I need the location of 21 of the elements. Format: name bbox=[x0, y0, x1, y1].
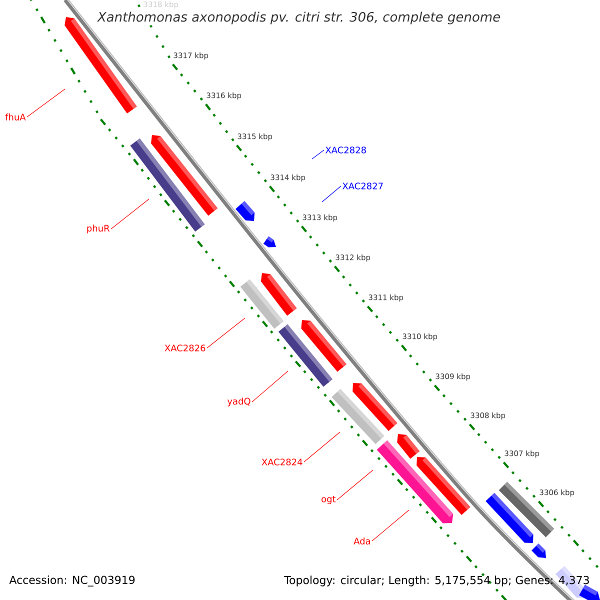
leader-line bbox=[336, 470, 374, 500]
leader-line bbox=[372, 510, 410, 542]
footer-text: Accession: NC_003919 bbox=[9, 576, 135, 586]
gene-label: XAC2828 bbox=[325, 146, 366, 154]
leader-line bbox=[312, 150, 324, 160]
footer-text: Topology: circular; Length: 5,175,554 bp; Genes: 4,373 bbox=[284, 576, 589, 586]
gene-label: XAC2824 bbox=[262, 458, 302, 466]
gene-label: XAC2826 bbox=[164, 344, 206, 352]
leader-line bbox=[206, 318, 246, 348]
title: Xanthomonas axonopodis pv. citri str. 306, complete genome bbox=[96, 10, 502, 26]
gene-label: XAC2827 bbox=[342, 182, 383, 190]
gene-label: yadQ bbox=[227, 398, 250, 406]
leader-line bbox=[304, 432, 340, 462]
gene-label: ogt bbox=[322, 496, 336, 504]
gene-label: phuR bbox=[87, 224, 110, 234]
gene-label: fhuA bbox=[5, 114, 26, 120]
leader-line bbox=[252, 370, 288, 402]
leader-line bbox=[322, 186, 342, 202]
leader-line bbox=[110, 198, 150, 230]
gene-label: Ada bbox=[354, 538, 370, 544]
leader-line bbox=[26, 88, 66, 118]
